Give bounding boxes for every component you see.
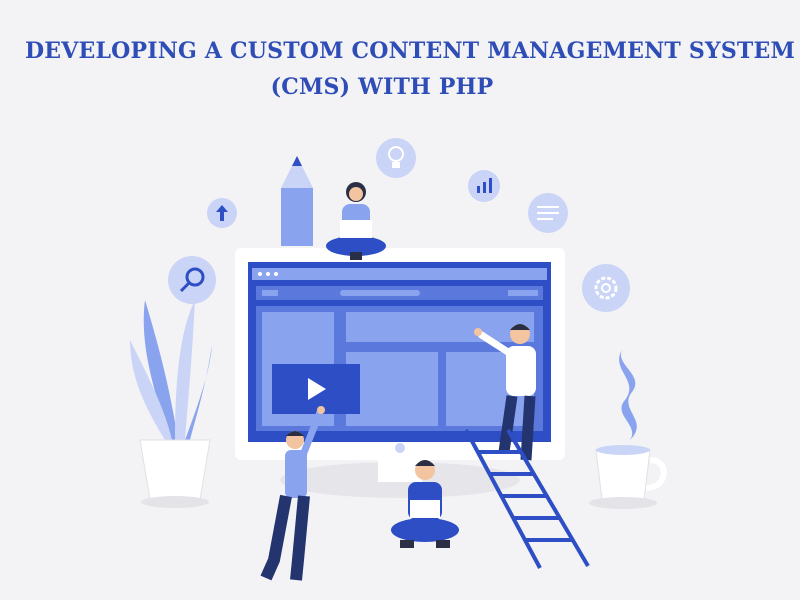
lightbulb-icon [376, 138, 416, 178]
person-standing-left [260, 406, 325, 581]
page-title-line2: (CMS) WITH PHP [270, 74, 494, 100]
person-sitting-top [326, 182, 386, 260]
video-player [272, 364, 360, 414]
gear-icon [582, 264, 630, 312]
page-title-line1: DEVELOPING A CUSTOM CONTENT MANAGEMENT S… [24, 38, 796, 64]
search-icon [168, 256, 216, 304]
arrow-up-icon [207, 198, 237, 228]
text-lines-icon [528, 193, 568, 233]
person-sitting-bottom [391, 460, 459, 548]
bar-chart-icon [468, 170, 500, 202]
person-standing-right [474, 324, 536, 461]
coffee-cup [589, 350, 667, 509]
play-icon [308, 378, 326, 400]
pencil [281, 156, 313, 246]
plant-left [130, 300, 212, 508]
ladder [464, 428, 590, 569]
